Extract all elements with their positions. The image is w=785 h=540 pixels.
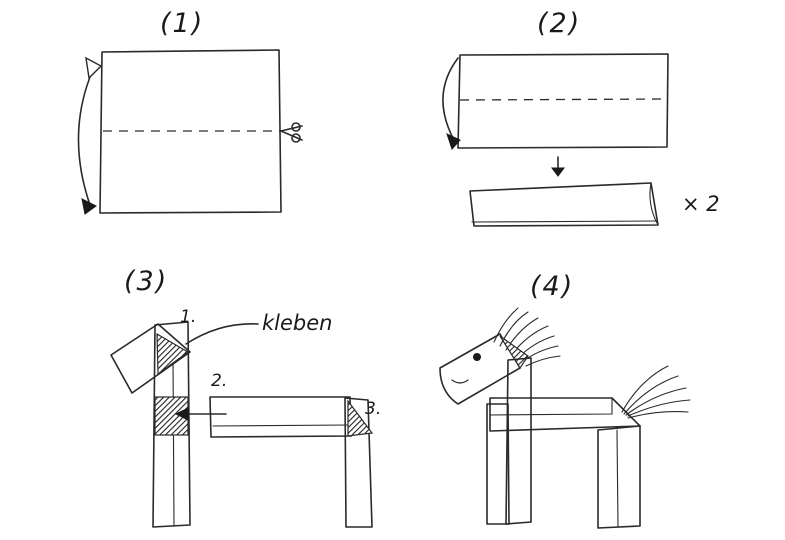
horse-back-leg	[597, 425, 641, 529]
step-1: (1)	[77, 8, 303, 215]
horse-eye	[473, 353, 481, 361]
down-arrow-icon	[551, 156, 565, 177]
step-4: (4)	[439, 271, 691, 529]
fold-line	[459, 98, 668, 101]
head-strip	[110, 323, 191, 394]
multiplier-text: × 2	[682, 192, 720, 216]
step-3: (3) 1. 2. 3. kleben	[110, 266, 381, 528]
horse-front-leg-2	[486, 403, 510, 525]
scissors-icon	[280, 122, 303, 143]
horse-tail	[621, 365, 691, 419]
paper-square	[99, 49, 282, 214]
step-2: (2) × 2	[442, 8, 720, 227]
glue-word: kleben	[262, 311, 332, 335]
body-strip	[209, 396, 352, 438]
front-leg-strip	[152, 321, 191, 528]
glue-area-3	[347, 399, 374, 437]
glue-arrow-icon	[174, 407, 227, 421]
horse-mouth	[451, 379, 469, 384]
marker-3: 3.	[365, 399, 381, 419]
head-glue-area	[499, 335, 529, 370]
step-4-label: (4)	[530, 271, 574, 302]
step-2-label: (2)	[537, 8, 581, 39]
glue-area-1	[156, 332, 190, 376]
glue-pointer-line	[185, 323, 259, 345]
step-1-label: (1)	[160, 8, 204, 39]
paper-rectangle	[457, 53, 669, 149]
horse-front-leg	[505, 357, 532, 525]
step-3-label: (3)	[124, 266, 168, 297]
back-leg-strip	[344, 397, 373, 528]
fold-arrow-icon	[442, 57, 461, 150]
folded-strip	[469, 182, 659, 227]
marker-2: 2.	[211, 371, 227, 391]
fold-arrow-icon	[77, 56, 103, 215]
marker-1: 1.	[180, 307, 196, 327]
horse-head	[439, 333, 521, 405]
